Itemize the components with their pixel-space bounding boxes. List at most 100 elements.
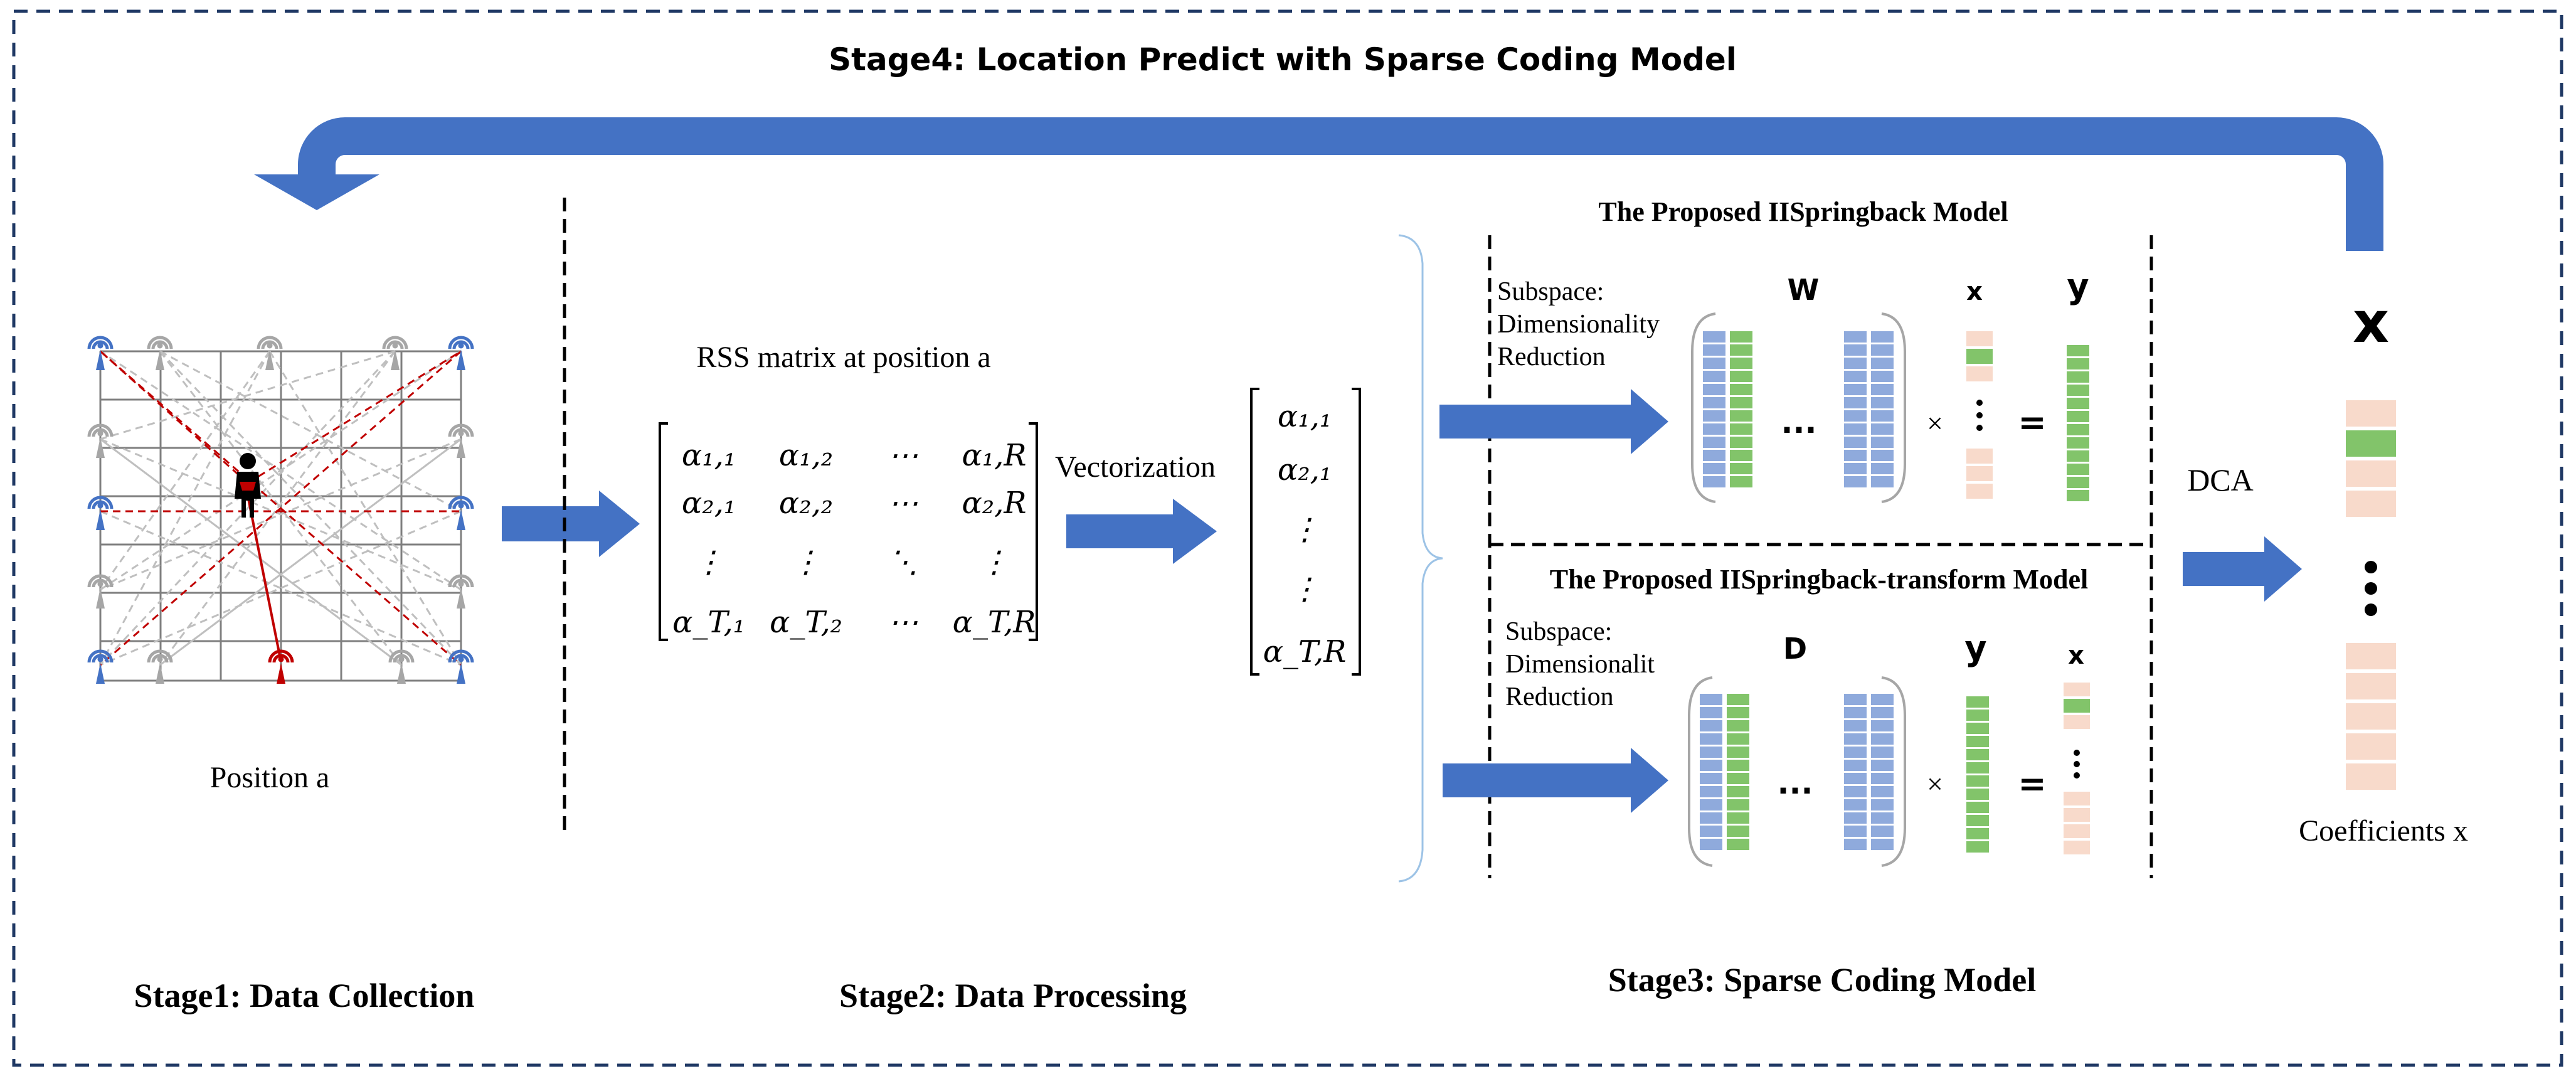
matrix-block bbox=[1730, 358, 1752, 369]
matrix-block bbox=[1730, 450, 1752, 461]
matrix-block bbox=[1700, 760, 1722, 771]
matrix-cell: α_T,₂ bbox=[770, 605, 842, 640]
matrix-block bbox=[1727, 760, 1749, 771]
coefficients-label: Coefficients x bbox=[2299, 814, 2468, 848]
matrix-block bbox=[2067, 411, 2089, 422]
matrix-block bbox=[1703, 384, 1725, 395]
vector-cell: α₂,₁ bbox=[1278, 452, 1332, 487]
matrix-cell: ⋮ bbox=[694, 545, 724, 580]
matrix-block bbox=[1703, 331, 1725, 343]
antenna-icon bbox=[89, 651, 112, 684]
matrix-block bbox=[1844, 358, 1867, 369]
matrix-block bbox=[1703, 371, 1725, 382]
outer-frame bbox=[12, 9, 2563, 1067]
matrix-block bbox=[1871, 423, 1894, 435]
matrix-block bbox=[1844, 747, 1867, 758]
matrix-block bbox=[1700, 694, 1722, 705]
antenna-icon bbox=[450, 651, 472, 684]
matrix-cell: α₁,₁ bbox=[682, 438, 736, 473]
matrix-block bbox=[1966, 775, 1989, 787]
model-bottom-subspace-line2: Dimensionalit bbox=[1505, 650, 1655, 679]
vector-cell: α_T,R bbox=[1263, 634, 1347, 669]
matrix-cell: ⋯ bbox=[888, 605, 918, 640]
matrix-block bbox=[1700, 773, 1722, 784]
model-top-subspace-line3: Reduction bbox=[1497, 343, 1606, 371]
matrix-block bbox=[1703, 450, 1725, 461]
matrix-block bbox=[1700, 707, 1722, 718]
matrix-block bbox=[1703, 437, 1725, 448]
antenna-icon bbox=[89, 497, 112, 530]
matrix-block bbox=[1700, 720, 1722, 731]
matrix-block bbox=[1703, 397, 1725, 408]
model-bottom-var-y: y bbox=[1964, 629, 1986, 668]
model-bottom-var-x: x bbox=[2068, 641, 2084, 670]
stage1-label: Stage1: Data Collection bbox=[134, 977, 475, 1014]
matrix-cell: ⋯ bbox=[888, 486, 918, 521]
matrix-block bbox=[1703, 410, 1725, 422]
matrix-block bbox=[1700, 786, 1722, 797]
matrix-block bbox=[1966, 736, 1989, 747]
matrix-block bbox=[1966, 710, 1989, 721]
matrix-block bbox=[1700, 826, 1722, 837]
matrix-block bbox=[1700, 733, 1722, 745]
matrix-block bbox=[1844, 423, 1867, 435]
matrix-block bbox=[1871, 720, 1894, 731]
matrix-block bbox=[1844, 812, 1867, 824]
matrix-block bbox=[1871, 344, 1894, 356]
vectorization-label: Vectorization bbox=[1055, 450, 1216, 484]
arrow-to-rss-matrix bbox=[502, 491, 640, 557]
matrix-block bbox=[1844, 733, 1867, 745]
vector-cell: α₁,₁ bbox=[1278, 399, 1332, 434]
matrix-block bbox=[2067, 464, 2089, 475]
matrix-block bbox=[1700, 747, 1722, 758]
matrix-block bbox=[2067, 424, 2089, 435]
matrix-block bbox=[1844, 760, 1867, 771]
matrix-block bbox=[1703, 358, 1725, 369]
matrix-block bbox=[1871, 463, 1894, 474]
model-bottom-matrix-d bbox=[1688, 676, 1906, 867]
model-top-times: × bbox=[1927, 407, 1943, 439]
matrix-block bbox=[1727, 786, 1749, 797]
matrix-block bbox=[2067, 385, 2089, 396]
matrix-cell: α₂,₂ bbox=[779, 486, 833, 521]
matrix-cell: ⋱ bbox=[888, 545, 918, 580]
dca-label: DCA bbox=[2187, 462, 2254, 497]
matrix-block bbox=[1730, 437, 1752, 448]
matrix-block bbox=[1844, 799, 1867, 811]
matrix-block bbox=[1966, 815, 1989, 826]
matrix-block bbox=[1871, 799, 1894, 811]
matrix-block bbox=[1730, 423, 1752, 435]
model-top-subspace-line1: Subspace: bbox=[1497, 277, 1604, 306]
model-bottom-subspace-line3: Reduction bbox=[1505, 683, 1614, 711]
model-top-vector-y bbox=[2067, 345, 2089, 501]
matrix-block bbox=[1844, 773, 1867, 784]
matrix-block bbox=[1871, 437, 1894, 448]
matrix-block bbox=[1730, 410, 1752, 422]
model-top-subspace-line2: Dimensionality bbox=[1497, 310, 1660, 339]
matrix-block bbox=[1966, 841, 1989, 853]
sensor-grid bbox=[99, 350, 462, 682]
rss-matrix-title: RSS matrix at position a bbox=[696, 341, 990, 374]
matrix-block bbox=[1844, 463, 1867, 474]
matrix-cell: ⋮ bbox=[979, 545, 1009, 580]
matrix-cell: α₂,₁ bbox=[682, 486, 736, 521]
matrix-block bbox=[1844, 384, 1867, 395]
matrix-block bbox=[2067, 437, 2089, 449]
matrix-block bbox=[1727, 747, 1749, 758]
arrow-to-model-top bbox=[1439, 389, 1668, 454]
matrix-block bbox=[1844, 694, 1867, 705]
matrix-block bbox=[1844, 450, 1867, 461]
model-bottom-subspace-line1: Subspace: bbox=[1505, 617, 1612, 646]
model-bottom-vector-x bbox=[2064, 683, 2090, 854]
matrix-block bbox=[2067, 398, 2089, 409]
matrix-block bbox=[1871, 773, 1894, 784]
matrix-block bbox=[1727, 812, 1749, 824]
antenna-icon bbox=[270, 651, 292, 684]
matrix-block bbox=[1871, 358, 1894, 369]
matrix-block bbox=[1844, 839, 1867, 850]
matrix-block bbox=[2067, 358, 2089, 369]
stage4-title: Stage4: Location Predict with Sparse Cod… bbox=[829, 41, 1737, 78]
matrix-block bbox=[1730, 463, 1752, 474]
antenna-icon bbox=[450, 497, 472, 530]
